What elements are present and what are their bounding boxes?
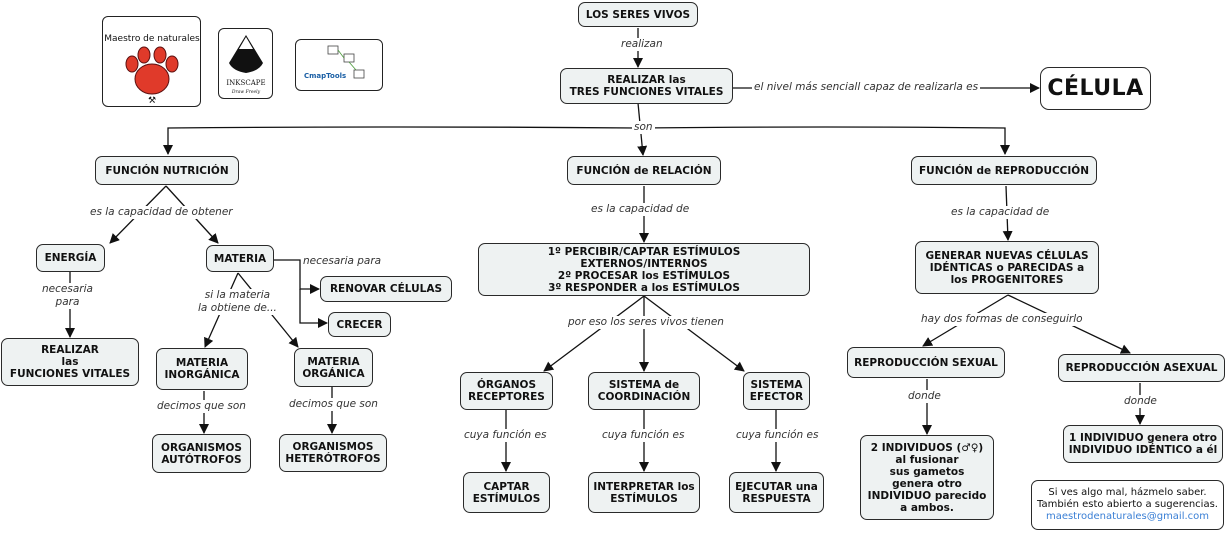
label-si-la-materia: si la materia la obtiene de...: [196, 289, 279, 315]
label-donde-sexual: donde: [906, 390, 943, 403]
label-realizan: realizan: [619, 38, 665, 51]
paw-icon: Maestro de naturales ⚒: [104, 34, 200, 106]
node-organismos-autotrofos[interactable]: ORGANISMOS AUTÓTROFOS: [152, 434, 251, 473]
node-materia-organica[interactable]: MATERIA ORGÁNICA: [294, 348, 373, 387]
cmaptools-icon: CmapTools: [304, 45, 365, 80]
label-por-eso: por eso los seres vivos tienen: [566, 316, 726, 329]
note-email-link[interactable]: maestrodenaturales@gmail.com: [1045, 511, 1210, 522]
node-seres-vivos[interactable]: LOS SERES VIVOS: [578, 2, 698, 27]
suggestion-note: Si ves algo mal, házmelo saber. También …: [1031, 480, 1224, 530]
label-capacidad-reproduccion: es la capacidad de: [949, 206, 1052, 219]
node-generar-celulas[interactable]: GENERAR NUEVAS CÉLULAS IDÉNTICAS o PAREC…: [915, 241, 1099, 294]
note-line-2: También esto abierto a sugerencias.: [1037, 499, 1218, 510]
node-sistema-coordinacion[interactable]: SISTEMA de COORDINACIÓN: [588, 372, 700, 410]
node-funcion-relacion[interactable]: FUNCIÓN de RELACIÓN: [567, 156, 721, 185]
node-organos-receptores[interactable]: ÓRGANOS RECEPTORES: [460, 372, 553, 410]
maestro-de-naturales-logo: Maestro de naturales ⚒: [102, 16, 201, 107]
inkscape-logo: INKSCAPE Draw Freely: [218, 28, 273, 99]
label-cuya-funcion-coordinacion: cuya función es: [600, 429, 687, 442]
node-sistema-efector[interactable]: SISTEMA EFECTOR: [743, 372, 810, 410]
node-realizar-funciones[interactable]: REALIZAR las FUNCIONES VITALES: [1, 338, 139, 386]
cmaptools-logo-text: CmapTools: [304, 72, 346, 80]
inkscape-icon: INKSCAPE Draw Freely: [226, 35, 266, 95]
node-dos-individuos[interactable]: 2 INDIVIDUOS (♂♀) al fusionar sus gameto…: [860, 435, 994, 520]
inkscape-logo-text: INKSCAPE: [226, 79, 265, 87]
node-percibir-estimulos[interactable]: 1º PERCIBIR/CAPTAR ESTÍMULOS EXTERNOS/IN…: [478, 243, 810, 296]
node-funciones-vitales[interactable]: REALIZAR las TRES FUNCIONES VITALES: [560, 68, 733, 104]
label-decimos-heterotrofos: decimos que son: [287, 398, 380, 411]
label-capacidad-obtener: es la capacidad de obtener: [88, 206, 235, 219]
label-decimos-autotrofos: decimos que son: [155, 400, 248, 413]
svg-text:⚒: ⚒: [148, 96, 156, 106]
cmaptools-logo: CmapTools: [295, 39, 383, 91]
maestro-logo-text: Maestro de naturales: [104, 34, 200, 44]
label-capacidad-relacion: es la capacidad de: [589, 203, 692, 216]
label-necesaria: necesaria para: [40, 283, 95, 309]
node-interpretar-estimulos[interactable]: INTERPRETAR los ESTÍMULOS: [588, 472, 700, 513]
label-donde-asexual: donde: [1122, 395, 1159, 408]
node-renovar-celulas[interactable]: RENOVAR CÉLULAS: [320, 276, 452, 302]
label-hay-dos-formas: hay dos formas de conseguirlo: [919, 313, 1085, 326]
node-ejecutar-respuesta[interactable]: EJECUTAR una RESPUESTA: [729, 472, 824, 513]
node-funcion-nutricion[interactable]: FUNCIÓN NUTRICIÓN: [95, 156, 239, 185]
node-crecer[interactable]: CRECER: [328, 312, 391, 337]
label-cuya-funcion-receptores: cuya función es: [462, 429, 549, 442]
node-materia-inorganica[interactable]: MATERIA INORGÁNICA: [156, 348, 248, 390]
node-celula[interactable]: CÉLULA: [1040, 67, 1151, 110]
label-cuya-funcion-efector: cuya función es: [734, 429, 821, 442]
note-line-1: Si ves algo mal, házmelo saber.: [1048, 487, 1207, 498]
node-materia[interactable]: MATERIA: [206, 245, 274, 272]
node-un-individuo[interactable]: 1 INDIVIDUO genera otro INDIVIDUO IDÉNTI…: [1063, 425, 1223, 463]
inkscape-tagline: Draw Freely: [231, 89, 261, 95]
node-reproduccion-asexual[interactable]: REPRODUCCIÓN ASEXUAL: [1058, 354, 1225, 382]
label-son: son: [632, 121, 655, 134]
node-reproduccion-sexual[interactable]: REPRODUCCIÓN SEXUAL: [847, 347, 1005, 378]
node-captar-estimulos[interactable]: CAPTAR ESTÍMULOS: [463, 472, 550, 513]
label-necesaria-para: necesaria para: [301, 255, 384, 268]
node-funcion-reproduccion[interactable]: FUNCIÓN de REPRODUCCIÓN: [911, 156, 1097, 185]
node-organismos-heterotrofos[interactable]: ORGANISMOS HETERÓTROFOS: [279, 434, 387, 472]
node-energia[interactable]: ENERGÍA: [36, 244, 105, 272]
label-nivel-sencillo: el nivel más senciall capaz de realizarl…: [752, 81, 981, 94]
